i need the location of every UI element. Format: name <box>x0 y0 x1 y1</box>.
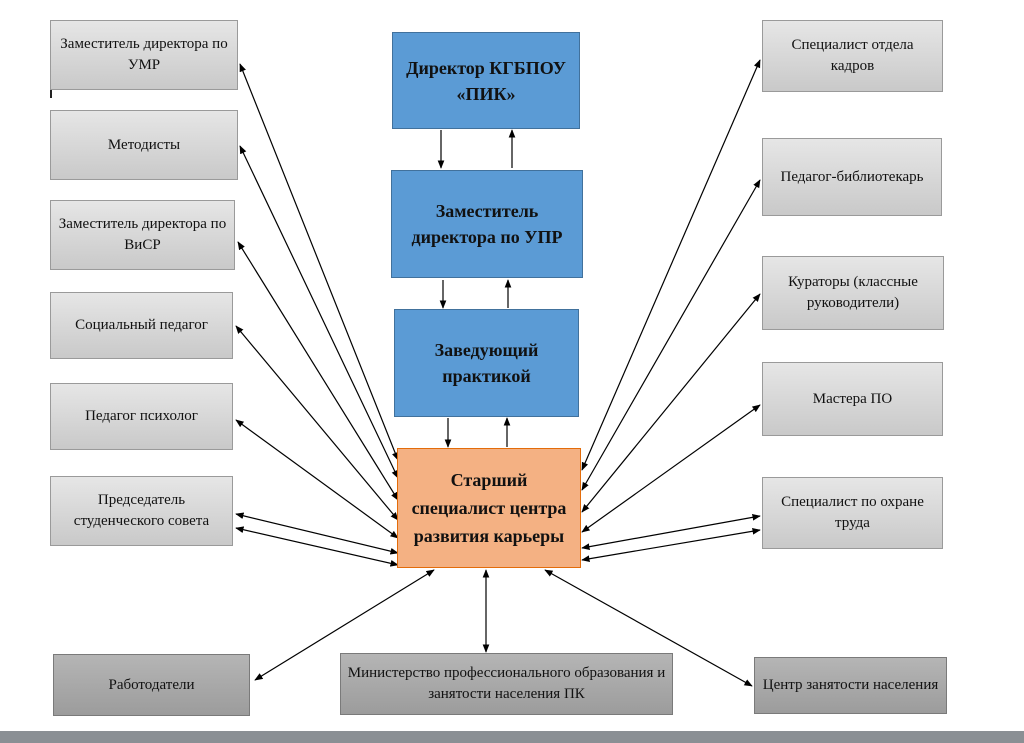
node-senior-specialist: Старший специалист центра развития карье… <box>397 448 581 568</box>
node-deputy-upr-label: Заместитель директора по УПР <box>411 201 563 247</box>
node-employers-label: Работодатели <box>108 676 195 693</box>
node-masters-label: Мастера ПО <box>812 390 893 407</box>
text-cursor <box>50 84 52 98</box>
node-head-practice: Заведующий практикой <box>394 309 579 417</box>
node-senior-specialist-label: Старший специалист центра развития карье… <box>411 470 567 546</box>
node-masters: Мастера ПО <box>762 362 943 436</box>
node-director-label: Директор КГБПОУ «ПИК» <box>406 57 566 104</box>
node-curators-label: Кураторы (классные руководители) <box>788 274 918 311</box>
arrow-cross-right <box>581 527 761 563</box>
node-safety-specialist-label: Специалист по охране труда <box>781 494 924 531</box>
node-employment-center-label: Центр занятости населения <box>762 677 939 693</box>
arrow-hr <box>581 59 761 471</box>
arrow-employers <box>254 569 435 681</box>
node-methodists-label: Методисты <box>107 136 181 153</box>
node-director: Директор КГБПОУ «ПИК» <box>392 32 580 129</box>
node-student-council: Председатель студенческого совета <box>50 476 233 546</box>
node-head-practice-label: Заведующий практикой <box>434 340 539 386</box>
node-employment-center: Центр занятости населения <box>754 657 947 714</box>
node-deputy-visr: Заместитель директора по ВиСР <box>50 200 235 270</box>
arrow-employment <box>544 569 753 687</box>
node-ministry-label: Министерство профессионального образован… <box>347 665 666 702</box>
node-psychologist: Педагог психолог <box>50 383 233 450</box>
node-hr-specialist: Специалист отдела кадров <box>762 20 943 92</box>
window-bottom-bar <box>0 731 1024 743</box>
node-methodists: Методисты <box>50 110 238 180</box>
node-librarian: Педагог-библиотекарь <box>762 138 942 216</box>
arrow-umr <box>239 63 399 461</box>
node-social-pedagogue-label: Социальный педагог <box>75 317 208 333</box>
node-psychologist-label: Педагог психолог <box>85 408 198 424</box>
arrow-cross <box>235 526 399 567</box>
node-librarian-label: Педагог-библиотекарь <box>780 168 924 185</box>
node-deputy-visr-label: Заместитель директора по ВиСР <box>58 216 227 253</box>
node-student-council-label: Председатель студенческого совета <box>73 492 210 529</box>
node-employers: Работодатели <box>53 654 250 716</box>
arrow-methodists <box>239 145 399 479</box>
arrow-social <box>235 325 399 521</box>
node-deputy-upr: Заместитель директора по УПР <box>391 170 583 278</box>
node-safety-specialist: Специалист по охране труда <box>762 477 943 549</box>
node-hr-specialist-label: Специалист отдела кадров <box>791 37 914 74</box>
node-curators: Кураторы (классные руководители) <box>762 256 944 330</box>
arrow-safety <box>581 514 761 550</box>
arrow-visr <box>237 241 399 501</box>
arrow-curators <box>581 293 761 513</box>
arrow-librarian <box>581 179 761 491</box>
node-ministry: Министерство профессионального образован… <box>340 653 673 715</box>
node-deputy-umr: Заместитель директора по УМР <box>50 20 238 90</box>
arrow-masters <box>581 404 761 533</box>
node-deputy-umr-label: Заместитель директора по УМР <box>60 36 228 73</box>
node-social-pedagogue: Социальный педагог <box>50 292 233 359</box>
